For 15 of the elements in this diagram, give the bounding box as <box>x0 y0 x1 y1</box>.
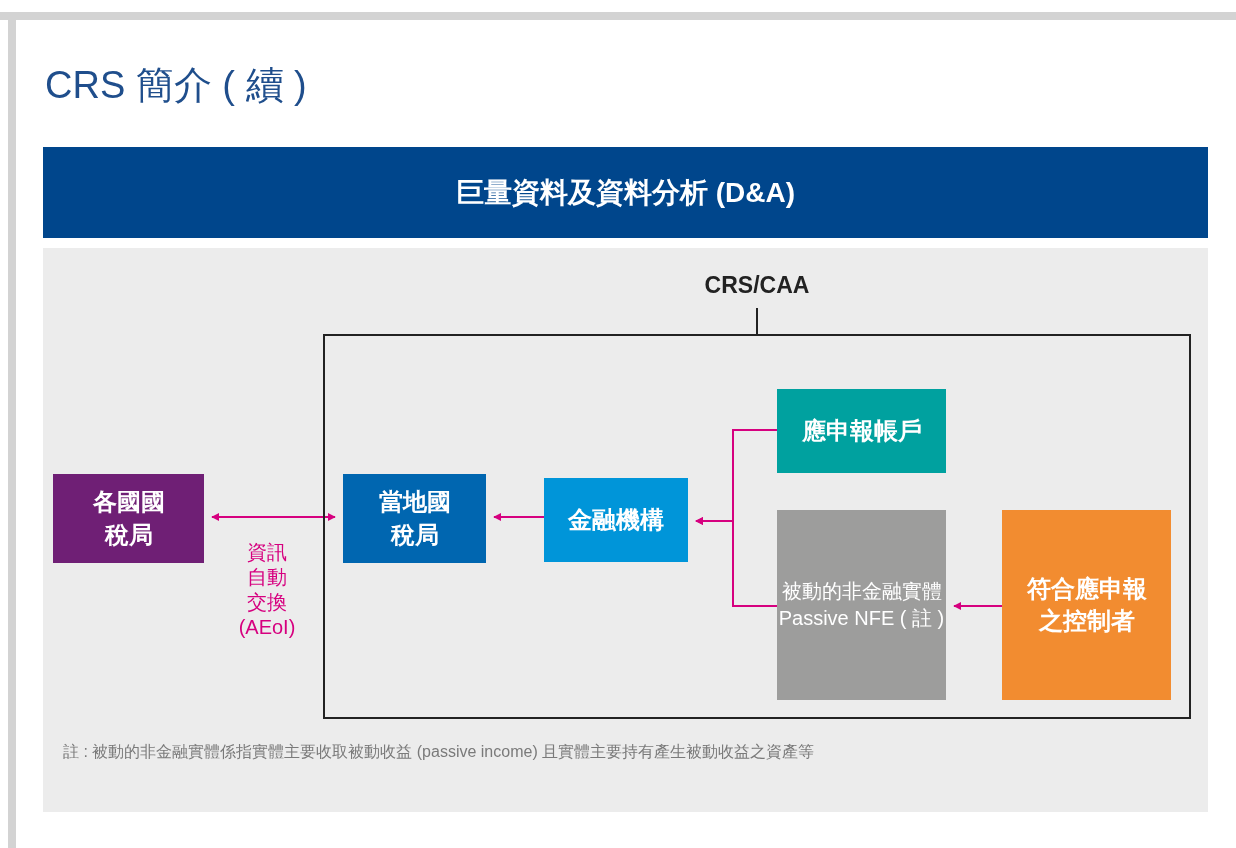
process-box: 當地國稅局 <box>343 474 486 563</box>
edge-label: 資訊自動交換 (AEoI) <box>238 540 296 640</box>
process-box: 應申報帳戶 <box>777 389 946 473</box>
footnote: 註 : 被動的非金融實體係指實體主要收取被動收益 (passive income) 且實體主要持有產生被動收益之資產等 <box>63 742 815 762</box>
page-title: CRS 簡介 ( 續 ) <box>45 63 307 108</box>
title-band: 巨量資料及資料分析 (D&A) <box>43 147 1208 238</box>
arrow <box>493 513 545 521</box>
process-box: 符合應申報之控制者 <box>1002 510 1171 700</box>
process-box: 金融機構 <box>544 478 688 562</box>
process-box: 被動的非金融實體 Passive NFE ( 註 ) <box>777 510 946 700</box>
frame-heading: CRS/CAA <box>703 272 811 299</box>
arrow <box>953 602 1003 610</box>
process-box: 各國國稅局 <box>53 474 204 563</box>
arrow <box>211 513 336 521</box>
arrow <box>695 517 778 607</box>
